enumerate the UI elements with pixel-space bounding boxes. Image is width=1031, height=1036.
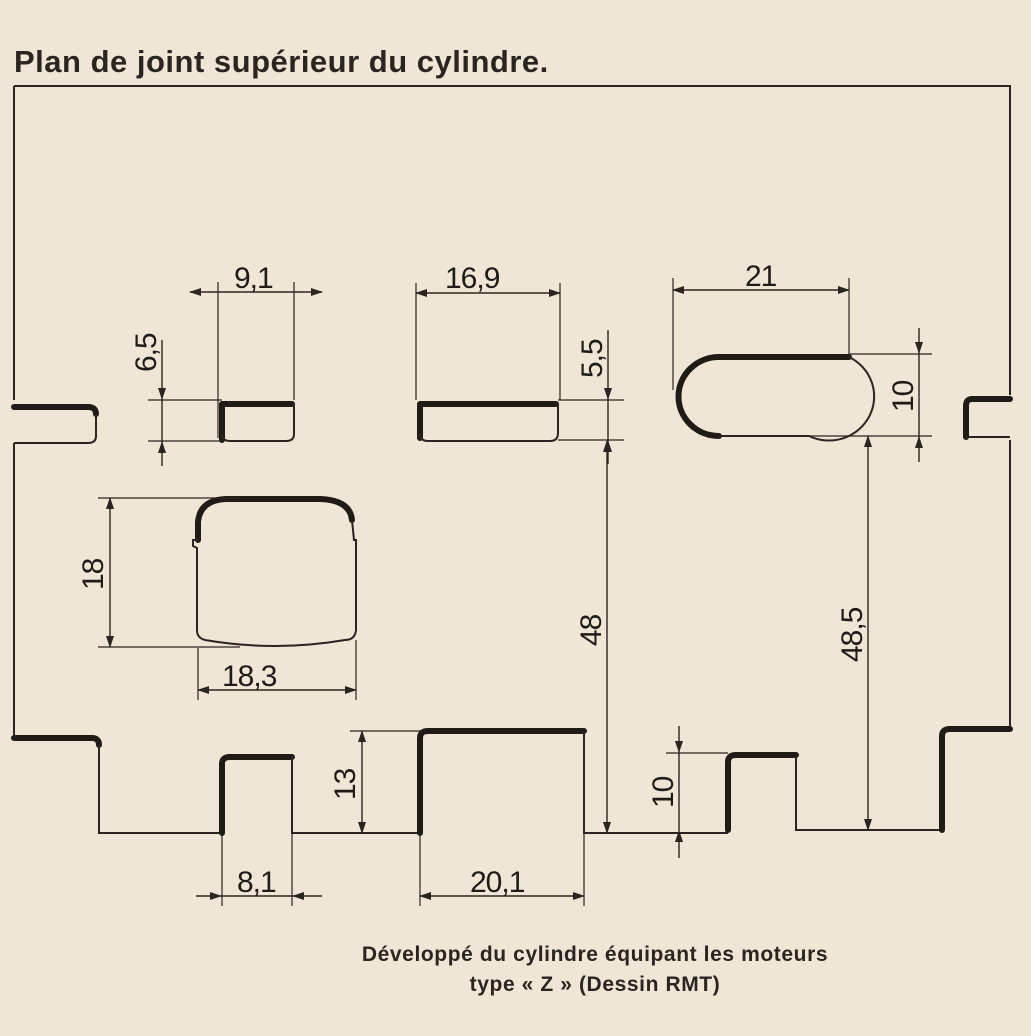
dim-arrow-6-5-top (158, 388, 166, 400)
dim-label-18-3: 18,3 (222, 660, 277, 693)
dim-label-48-5: 48,5 (836, 607, 869, 662)
dim-label-21: 21 (745, 260, 777, 293)
dim-arrow-8-1-left (210, 892, 222, 900)
bottom-skirt-10 (725, 752, 799, 833)
port-16-9-outline (419, 403, 559, 442)
dim-arrow-10-bottom-up (675, 741, 683, 753)
dim-arrow-10-top-up (915, 342, 923, 354)
window-18 (195, 496, 355, 543)
dim-label-13: 13 (329, 768, 362, 800)
dim-label-10-bottom: 10 (647, 776, 680, 808)
dim-label-5-5: 5,5 (576, 339, 609, 378)
port-9-1-outline (221, 403, 295, 442)
caption-line-1: Développé du cylindre équipant les moteu… (361, 943, 829, 966)
dim-arrow-5-5-top (604, 388, 612, 400)
dim-label-20-1: 20,1 (470, 866, 525, 899)
port-16-9 (417, 401, 559, 441)
dim-arrow-10-bottom-down (675, 830, 683, 842)
caption-line-2: type « Z » (Dessin RMT) (469, 973, 721, 996)
bottom-skirt-8-1 (219, 754, 295, 836)
dim-label-48: 48 (575, 614, 608, 646)
bottom-skirt-10-outline (795, 755, 942, 831)
dim-arrow-10-top-down (915, 436, 923, 448)
dim-label-16-9: 16,9 (445, 262, 500, 295)
frame-top-line (14, 85, 1011, 395)
page-title: Plan de joint supérieur du cylindre. (14, 44, 549, 79)
bottom-profile-right (939, 726, 1013, 833)
oval-port-21-outline (719, 356, 876, 442)
bottom-profile-left (11, 735, 102, 748)
bottom-profile-base (98, 745, 222, 834)
dim-label-18: 18 (77, 558, 110, 590)
window-18-outline (192, 519, 357, 647)
bottom-skirt-20-1-outline (583, 731, 728, 834)
left-side-port-outline (14, 414, 97, 444)
dim-label-9-1: 9,1 (234, 262, 273, 295)
dim-label-8-1: 8,1 (237, 866, 276, 899)
oval-port-21 (675, 354, 852, 439)
dim-arrow-8-1-right (292, 892, 304, 900)
dim-arrow-6-5-bottom (158, 441, 166, 453)
left-side-port (11, 404, 99, 417)
dim-label-6-5: 6,5 (130, 333, 163, 372)
bottom-skirt-20-1 (417, 728, 587, 836)
right-side-port (963, 396, 1013, 440)
figure-caption: Développé du cylindre équipant les moteu… (200, 940, 990, 1000)
port-9-1 (219, 401, 295, 443)
dim-arrow-5-5-bottom (604, 440, 612, 452)
dim-label-10-top: 10 (887, 380, 920, 412)
